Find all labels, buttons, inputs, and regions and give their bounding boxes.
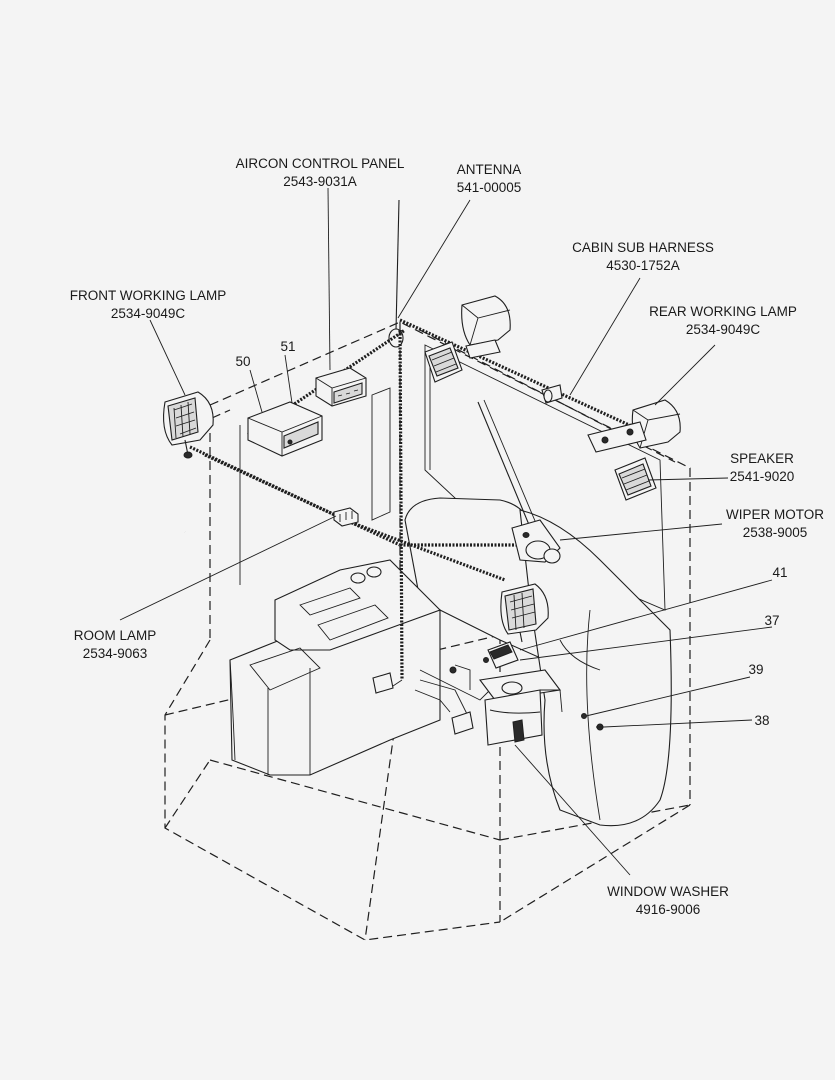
callout-wiper-motor: WIPER MOTOR 2538-9005 <box>726 507 824 540</box>
aircon-panel-part: 2543-9031A <box>283 174 357 189</box>
callout-cabin-sub-harness: CABIN SUB HARNESS 4530-1752A <box>572 240 714 273</box>
antenna-name: ANTENNA <box>457 162 522 177</box>
antenna <box>388 199 404 348</box>
wiper-motor-part: 2538-9005 <box>743 525 808 540</box>
callout-rear-working-lamp: REAR WORKING LAMP 2534-9049C <box>649 304 797 337</box>
cabin-sub-harness-part: 4530-1752A <box>606 258 680 273</box>
connectors <box>372 666 474 735</box>
harness-connector <box>541 384 563 404</box>
wiper <box>477 399 561 564</box>
room-lamp <box>333 507 359 527</box>
leader-lines <box>119 187 773 876</box>
rear-working-lamp <box>587 399 681 453</box>
callout-antenna: ANTENNA 541-00005 <box>457 162 522 195</box>
speaker-part: 2541-9020 <box>730 469 795 484</box>
callout-speaker: SPEAKER 2541-9020 <box>730 451 795 484</box>
grab-handle <box>150 438 186 534</box>
item-number-39: 39 <box>748 662 763 677</box>
item-number-37: 37 <box>764 613 779 628</box>
seat-lamp <box>500 583 549 643</box>
window-washer-part: 4916-9006 <box>636 902 701 917</box>
callout-front-working-lamp: FRONT WORKING LAMP 2534-9049C <box>70 288 227 321</box>
wiper-motor-name: WIPER MOTOR <box>726 507 824 522</box>
callout-aircon-control-panel: AIRCON CONTROL PANEL 2543-9031A <box>236 156 405 189</box>
window-washer-tank <box>479 669 563 746</box>
front-working-lamp-name: FRONT WORKING LAMP <box>70 288 227 303</box>
relay-37 <box>483 641 519 669</box>
window-washer-name: WINDOW WASHER <box>607 884 729 899</box>
speaker-right <box>614 457 657 501</box>
aircon-control-panel <box>315 367 367 407</box>
callout-window-washer: WINDOW WASHER 4916-9006 <box>607 884 729 917</box>
front-working-lamp-part: 2534-9049C <box>111 306 186 321</box>
speaker-name: SPEAKER <box>730 451 794 466</box>
wiring-harness <box>189 318 641 721</box>
fasteners <box>581 713 604 731</box>
rear-working-lamp-name: REAR WORKING LAMP <box>649 304 797 319</box>
room-lamp-part: 2534-9063 <box>83 646 148 661</box>
item-number-41: 41 <box>772 565 787 580</box>
callout-room-lamp: ROOM LAMP 2534-9063 <box>74 628 157 661</box>
aircon-panel-name: AIRCON CONTROL PANEL <box>236 156 405 171</box>
antenna-part: 541-00005 <box>457 180 522 195</box>
cabin-sub-harness-name: CABIN SUB HARNESS <box>572 240 714 255</box>
rear-lamp-left <box>461 295 511 359</box>
side-window <box>239 387 391 585</box>
radio-unit <box>247 401 323 457</box>
left-console <box>229 559 441 776</box>
item-number-51: 51 <box>280 339 295 354</box>
speaker-left <box>424 341 463 383</box>
room-lamp-name: ROOM LAMP <box>74 628 157 643</box>
item-number-38: 38 <box>754 713 769 728</box>
front-working-lamp <box>163 391 214 459</box>
item-number-50: 50 <box>235 354 250 369</box>
rear-working-lamp-part: 2534-9049C <box>686 322 761 337</box>
